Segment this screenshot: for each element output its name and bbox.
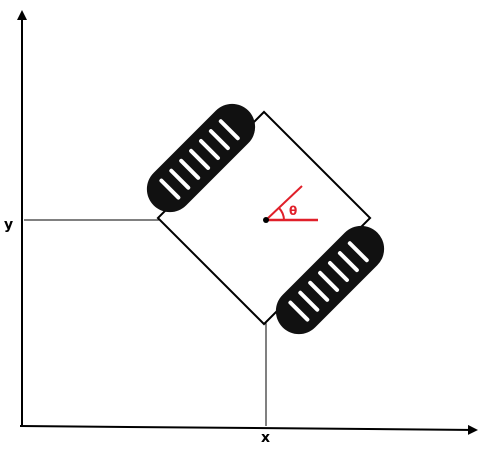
angle-label: θ	[289, 204, 297, 218]
x-axis	[19, 424, 478, 435]
angle-arc	[278, 207, 285, 221]
y-axis-label: y	[4, 217, 13, 233]
x-axis-label: x	[261, 430, 270, 446]
right-wheel	[275, 225, 385, 335]
center-point	[263, 217, 269, 223]
left-wheel	[146, 103, 256, 213]
heading-line	[265, 185, 303, 221]
